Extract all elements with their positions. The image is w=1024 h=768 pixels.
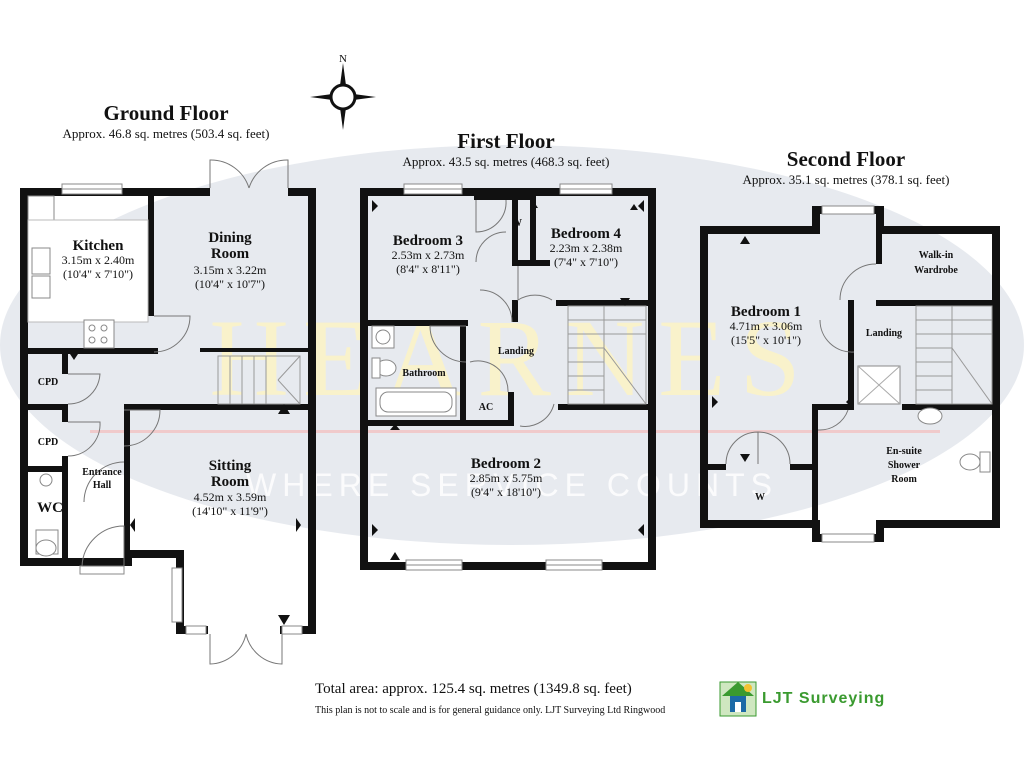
bedroom-3-dim-metric: 2.53m x 2.73m: [392, 248, 465, 262]
cpd-1-name: CPD: [38, 377, 59, 388]
bedroom-4-dim-metric: 2.23m x 2.38m: [550, 241, 623, 255]
footer: Total area: approx. 125.4 sq. metres (13…: [315, 681, 665, 716]
first-floor-title: First Floor: [457, 129, 554, 153]
ground-floor: Ground Floor Approx. 46.8 sq. metres (50…: [20, 101, 316, 665]
compass: N: [310, 53, 376, 130]
bedroom-3-name: Bedroom 3: [393, 233, 463, 249]
walk-in-wardrobe-name-2: Wardrobe: [914, 265, 958, 276]
wc-name: WC: [37, 500, 63, 516]
ensuite-name-1: En-suite: [886, 446, 922, 457]
sitting-room-name-1: Sitting: [209, 458, 252, 474]
dining-room-name-2: Room: [211, 246, 250, 262]
watermark-tagline: WHERE SERVICE COUNTS: [246, 467, 778, 503]
first-floor-area: Approx. 43.5 sq. metres (468.3 sq. feet): [403, 154, 610, 169]
watermark-ellipse: [0, 145, 1024, 545]
kitchen-name: Kitchen: [73, 238, 124, 254]
bedroom-4-dim-imperial: (7'4" x 7'10"): [554, 255, 618, 269]
entrance-hall-name-2: Hall: [93, 480, 112, 491]
w-first-name: W: [512, 218, 522, 229]
bedroom-2-dim-imperial: (9'4" x 18'10"): [471, 485, 541, 499]
bedroom-2-name: Bedroom 2: [471, 456, 541, 472]
ljt-logo: LJT Surveying: [719, 681, 885, 717]
ground-floor-title: Ground Floor: [103, 101, 228, 125]
landing-first-name: Landing: [498, 346, 534, 357]
ac-name: AC: [479, 402, 493, 413]
entrance-hall-name-1: Entrance: [82, 467, 122, 478]
compass-label: N: [339, 53, 347, 65]
bedroom-3-dim-imperial: (8'4" x 8'11"): [396, 262, 460, 276]
logo-text: LJT Surveying: [762, 690, 885, 707]
dining-room-name-1: Dining: [208, 230, 252, 246]
bedroom-2-dim-metric: 2.85m x 5.75m: [470, 471, 543, 485]
sitting-room-dim-imperial: (14'10" x 11'9"): [192, 504, 268, 518]
house-icon: [719, 681, 757, 717]
dining-room-dim-imperial: (10'4" x 10'7"): [195, 277, 265, 291]
first-floor: First Floor Approx. 43.5 sq. metres (468…: [360, 129, 656, 571]
dining-room-dim-metric: 3.15m x 3.22m: [194, 263, 267, 277]
bedroom-1-dim-metric: 4.71m x 3.06m: [730, 319, 803, 333]
kitchen-dim-metric: 3.15m x 2.40m: [62, 253, 135, 267]
second-floor-title: Second Floor: [787, 147, 905, 171]
sitting-room-dim-metric: 4.52m x 3.59m: [194, 490, 267, 504]
disclaimer: This plan is not to scale and is for gen…: [315, 705, 665, 716]
w-second-name: W: [755, 492, 765, 503]
kitchen-dim-imperial: (10'4" x 7'10"): [63, 267, 133, 281]
walk-in-wardrobe-name-1: Walk-in: [919, 250, 954, 261]
bathroom-name: Bathroom: [402, 368, 446, 379]
ensuite-name-3: Room: [891, 474, 917, 485]
second-floor-area: Approx. 35.1 sq. metres (378.1 sq. feet): [743, 172, 950, 187]
watermark-rule: [90, 430, 940, 433]
bedroom-1-name: Bedroom 1: [731, 304, 801, 320]
compass-ring: [329, 83, 357, 111]
landing-second-name: Landing: [866, 328, 902, 339]
total-area: Total area: approx. 125.4 sq. metres (13…: [315, 681, 632, 697]
cpd-2-name: CPD: [38, 437, 59, 448]
sitting-room-name-2: Room: [211, 474, 250, 490]
ensuite-name-2: Shower: [888, 460, 921, 471]
ground-floor-area: Approx. 46.8 sq. metres (503.4 sq. feet): [63, 126, 270, 141]
bedroom-4-name: Bedroom 4: [551, 226, 622, 242]
bedroom-1-dim-imperial: (15'5" x 10'1"): [731, 333, 801, 347]
second-floor: Second Floor Approx. 35.1 sq. metres (37…: [700, 147, 1000, 543]
